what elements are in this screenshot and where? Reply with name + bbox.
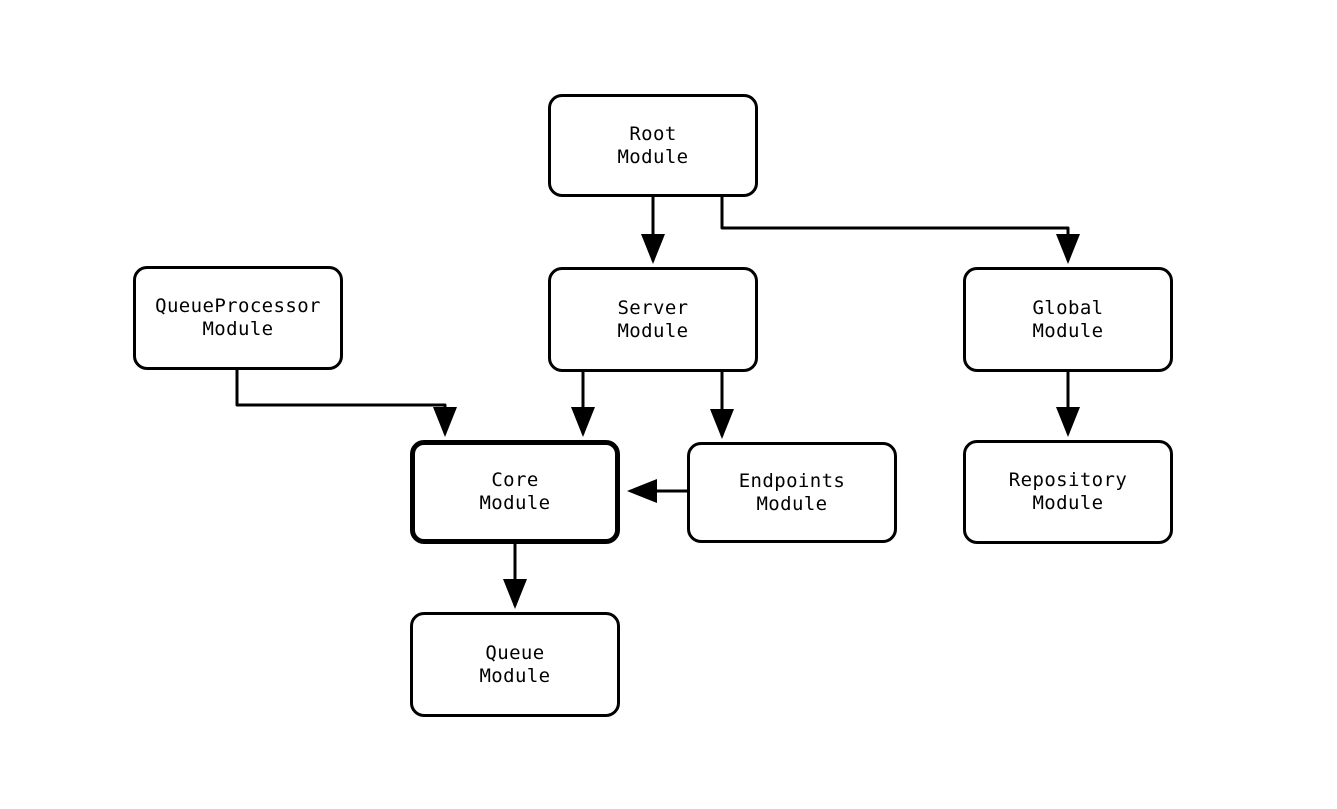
node-core-module[interactable]: Core Module [410,440,620,544]
node-queueprocessor-module[interactable]: QueueProcessor Module [133,266,343,370]
node-global-module-line2: Module [1032,319,1104,342]
node-queue-module-line2: Module [479,664,551,687]
node-repository-module-line2: Module [1032,492,1104,514]
node-server-module-line1: Server [617,296,689,319]
node-root-module-line2: Module [617,145,689,168]
node-endpoints-module[interactable]: Endpoints Module [687,442,897,543]
edge-queueprocessor-to-core [235,370,457,437]
node-repository-module-line1: Repository [1008,469,1128,491]
node-queue-module[interactable]: Queue Module [410,612,620,717]
edge-root-to-global [720,197,1080,264]
node-queueprocessor-module-line2: Module [202,318,274,340]
node-server-module[interactable]: Server Module [548,267,758,372]
node-repository-module[interactable]: Repository Module [963,440,1173,544]
node-global-module[interactable]: Global Module [963,267,1173,372]
node-core-module-line2: Module [479,492,551,514]
node-root-module-line1: Root [629,122,677,145]
node-root-module[interactable]: Root Module [548,94,758,197]
node-queue-module-line1: Queue [485,641,545,664]
node-global-module-line1: Global [1032,296,1104,319]
node-endpoints-module-line1: Endpoints [738,469,846,492]
node-endpoints-module-line2: Module [756,492,828,515]
node-core-module-line1: Core [491,469,539,491]
node-server-module-line2: Module [617,319,689,342]
node-queueprocessor-module-line1: QueueProcessor [155,295,321,317]
